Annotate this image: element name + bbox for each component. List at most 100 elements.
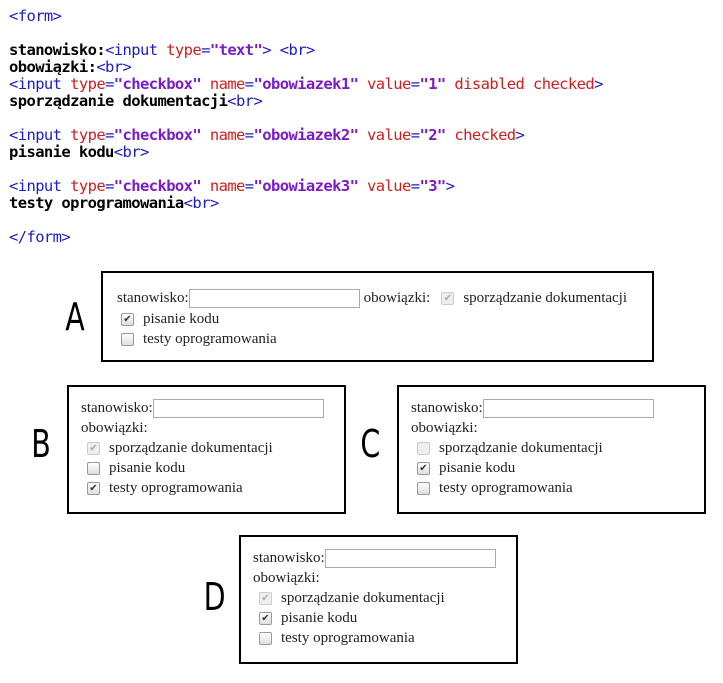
code-token: "checkbox" bbox=[113, 75, 202, 93]
obowiazki-label: obowiązki: bbox=[363, 290, 431, 306]
code-token: = bbox=[410, 75, 420, 93]
checkbox-obowiazek1[interactable]: ✔ bbox=[259, 592, 272, 605]
option-a-form: stanowisko: obowiązki: ✔ sporządzanie do… bbox=[101, 271, 654, 362]
option-label-1: sporządzanie dokumentacji bbox=[281, 590, 445, 606]
option-d-form: stanowisko: obowiązki: ✔sporządzanie dok… bbox=[239, 535, 518, 664]
code-token: = bbox=[105, 126, 114, 144]
code-token: = bbox=[244, 75, 254, 93]
stanowisko-label: stanowisko: bbox=[81, 400, 153, 416]
code-token: "obowiazek2" bbox=[253, 126, 359, 144]
code-line: obowiązki:<br> bbox=[9, 59, 603, 76]
code-token: sporządzanie dokumentacji bbox=[9, 92, 228, 110]
option-label-1: sporządzanie dokumentacji bbox=[439, 440, 603, 456]
code-token: disabled checked bbox=[445, 75, 595, 93]
code-token: <form> bbox=[9, 7, 62, 25]
code-token: obowiązki: bbox=[9, 58, 97, 76]
option-letter-b: B bbox=[31, 422, 51, 466]
option-b-form: stanowisko: obowiązki: ✔ sporządzanie dok… bbox=[67, 385, 346, 514]
option-label-2: pisanie kodu bbox=[143, 311, 220, 327]
html-code-listing: <form> stanowisko:<input type="text"> <br… bbox=[9, 8, 603, 246]
option-label-1: sporządzanie dokumentacji bbox=[463, 290, 628, 306]
code-token: <br> bbox=[96, 58, 132, 76]
stanowisko-input[interactable] bbox=[188, 289, 360, 308]
code-token: <br> bbox=[227, 92, 263, 110]
checkbox-obowiazek2[interactable] bbox=[87, 462, 100, 475]
code-token: = bbox=[105, 75, 114, 93]
code-token: = bbox=[244, 177, 254, 195]
code-token: "checkbox" bbox=[113, 126, 202, 144]
code-token: type bbox=[70, 75, 106, 93]
checkbox-obowiazek1[interactable]: ✔ bbox=[87, 442, 100, 455]
stanowisko-label: stanowisko: bbox=[117, 290, 189, 306]
code-line: stanowisko:<input type="text"> <br> bbox=[9, 42, 603, 59]
option-c-form: stanowisko: obowiązki: sporządzanie doku… bbox=[397, 385, 706, 514]
option-letter-c: C bbox=[360, 422, 381, 466]
code-token: testy oprogramowania bbox=[9, 194, 184, 212]
code-token: value bbox=[358, 177, 411, 195]
option-label-2: pisanie kodu bbox=[281, 610, 358, 626]
code-line: <input type="checkbox" name="obowiazek3"… bbox=[9, 178, 603, 195]
code-token: checked bbox=[445, 126, 516, 144]
checkbox-obowiazek2[interactable]: ✔ bbox=[121, 313, 134, 326]
code-token: > <br> bbox=[262, 41, 315, 59]
stanowisko-input[interactable] bbox=[324, 549, 496, 568]
checkbox-obowiazek2[interactable]: ✔ bbox=[259, 612, 272, 625]
code-token: = bbox=[201, 41, 210, 59]
code-token: "2" bbox=[419, 126, 446, 144]
code-line bbox=[9, 25, 603, 42]
code-token: <br> bbox=[183, 194, 220, 212]
checkbox-obowiazek3[interactable]: ✔ bbox=[87, 482, 100, 495]
code-token: > bbox=[515, 126, 525, 144]
code-token: <input bbox=[105, 41, 167, 59]
code-token: = bbox=[410, 177, 420, 195]
code-token: <input bbox=[9, 75, 71, 93]
option-label-1: sporządzanie dokumentacji bbox=[109, 440, 273, 456]
code-token: <br> bbox=[113, 143, 150, 161]
code-token: = bbox=[105, 177, 114, 195]
code-line bbox=[9, 110, 603, 127]
code-token: type bbox=[70, 177, 106, 195]
code-token: name bbox=[201, 75, 246, 93]
code-token: > bbox=[594, 75, 603, 93]
code-token: = bbox=[244, 126, 254, 144]
code-token: > bbox=[445, 177, 455, 195]
option-label-3: testy oprogramowania bbox=[281, 630, 415, 646]
code-line: </form> bbox=[9, 229, 603, 246]
code-token: <input bbox=[9, 177, 71, 195]
code-token: value bbox=[358, 75, 411, 93]
code-line: sporządzanie dokumentacji<br> bbox=[9, 93, 603, 110]
checkbox-obowiazek2[interactable]: ✔ bbox=[417, 462, 430, 475]
code-token: type bbox=[70, 126, 106, 144]
stanowisko-input[interactable] bbox=[482, 399, 654, 418]
code-line: <input type="checkbox" name="obowiazek1"… bbox=[9, 76, 603, 93]
option-label-3: testy oprogramowania bbox=[109, 480, 243, 496]
code-token: stanowisko: bbox=[9, 41, 106, 59]
code-line: testy oprogramowania<br> bbox=[9, 195, 603, 212]
code-line bbox=[9, 212, 603, 229]
code-token: "checkbox" bbox=[113, 177, 202, 195]
option-label-3: testy oprogramowania bbox=[143, 331, 277, 347]
code-line bbox=[9, 161, 603, 178]
code-token: "obowiazek3" bbox=[253, 177, 359, 195]
checkbox-obowiazek3[interactable] bbox=[417, 482, 430, 495]
option-label-2: pisanie kodu bbox=[439, 460, 516, 476]
stanowisko-label: stanowisko: bbox=[253, 550, 325, 566]
code-token: name bbox=[201, 177, 246, 195]
code-line: <input type="checkbox" name="obowiazek2"… bbox=[9, 127, 603, 144]
code-token: pisanie kodu bbox=[9, 143, 114, 161]
code-token: "1" bbox=[419, 75, 446, 93]
code-token: "3" bbox=[419, 177, 446, 195]
checkbox-obowiazek1[interactable]: ✔ bbox=[441, 292, 455, 305]
code-token: type bbox=[166, 41, 202, 59]
checkbox-obowiazek1[interactable] bbox=[417, 442, 430, 455]
obowiazki-label: obowiązki: bbox=[81, 420, 148, 436]
option-letter-a: A bbox=[65, 295, 85, 339]
code-token: value bbox=[358, 126, 411, 144]
checkbox-obowiazek3[interactable] bbox=[121, 333, 134, 346]
option-label-2: pisanie kodu bbox=[109, 460, 186, 476]
code-token: = bbox=[410, 126, 420, 144]
code-token: "obowiazek1" bbox=[253, 75, 359, 93]
stanowisko-input[interactable] bbox=[152, 399, 324, 418]
checkbox-obowiazek3[interactable] bbox=[259, 632, 272, 645]
option-label-3: testy oprogramowania bbox=[439, 480, 573, 496]
